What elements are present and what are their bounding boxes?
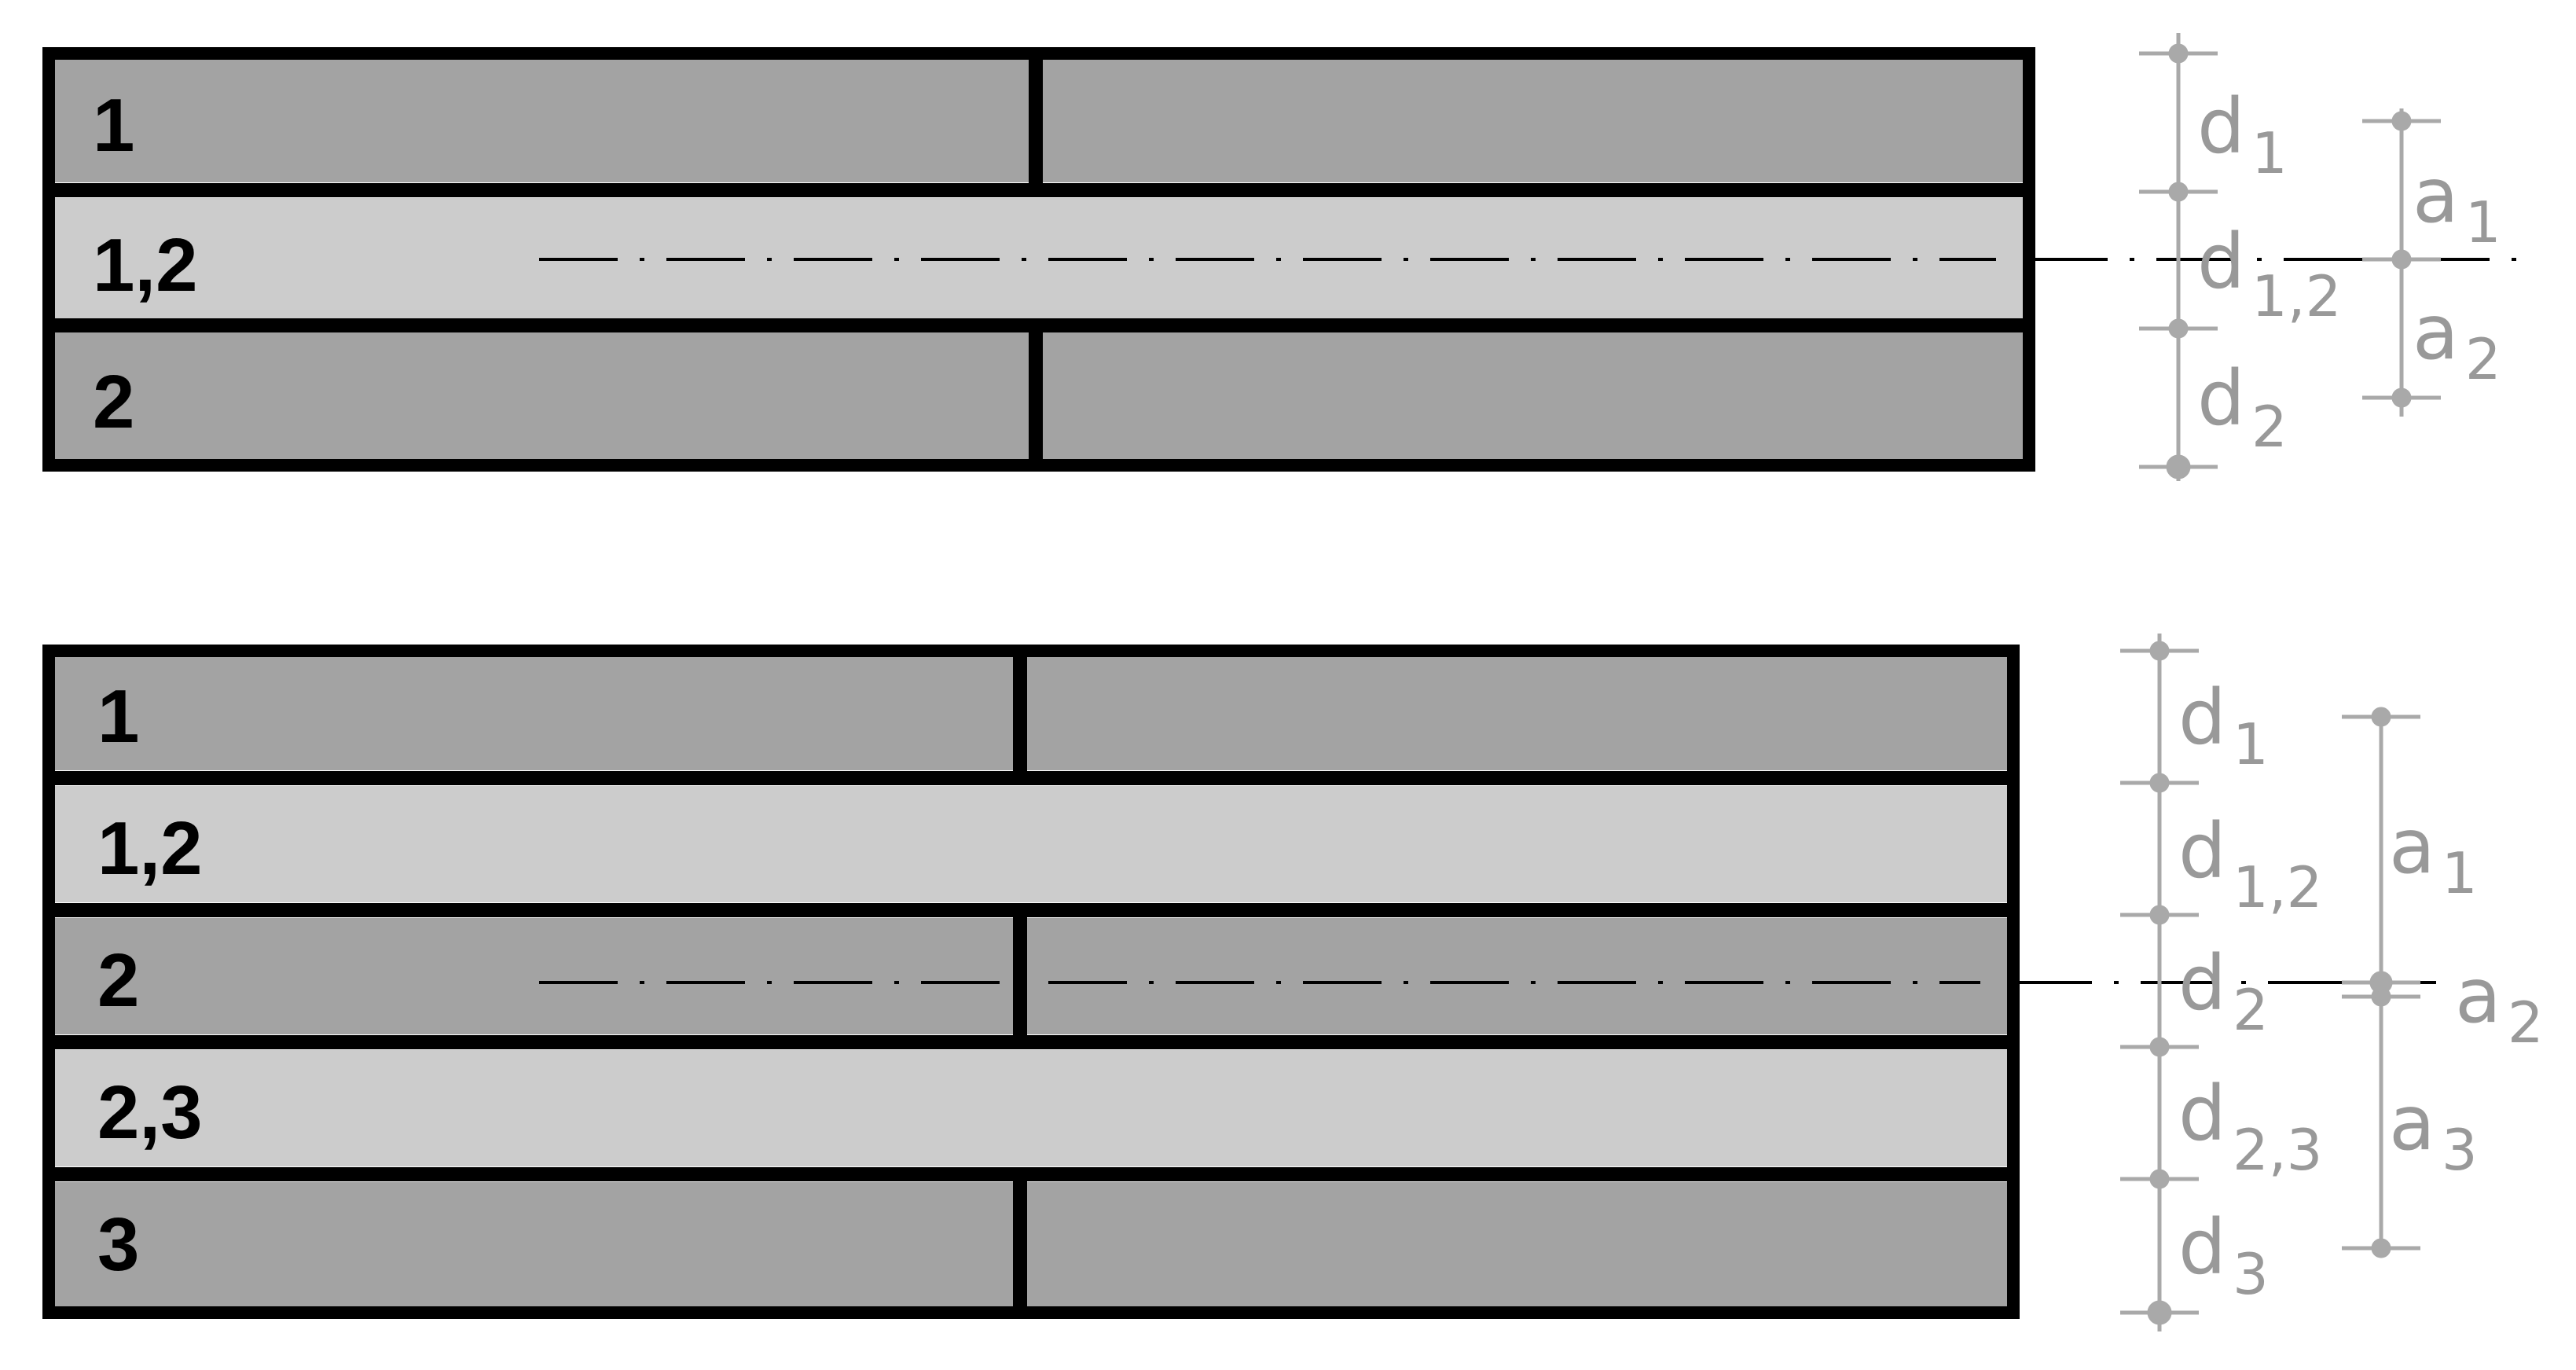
dimension-tick-icon	[2120, 641, 2199, 661]
dimension-tick-icon	[2362, 387, 2441, 408]
dimension-tick-icon	[2120, 1300, 2199, 1325]
dimension-tick-icon	[2342, 707, 2420, 727]
dimension-tick-icon	[2120, 1169, 2199, 1189]
a-dimension-chain	[2362, 108, 2441, 417]
layer-label: 1,2	[93, 223, 197, 307]
layer-1-2-inner	[49, 786, 2013, 902]
layer-label: 3	[97, 1203, 139, 1287]
d-dimension-chain	[2120, 634, 2199, 1331]
layer-1-outer	[49, 656, 2013, 770]
layer-2-3-inner	[49, 1050, 2013, 1166]
dimension-tick-icon	[2362, 249, 2441, 270]
dimension-tick-icon	[2139, 318, 2218, 339]
layer-3-outer	[49, 1182, 2013, 1306]
dimension-tick-icon	[2139, 182, 2218, 202]
layer-label: 1	[93, 83, 134, 167]
dimension-tick-icon	[2342, 971, 2420, 994]
layer-label: 2	[93, 360, 134, 444]
layer-label: 2	[97, 938, 139, 1023]
dimension-tick-icon	[2139, 43, 2218, 64]
a-dimension-chain	[2342, 707, 2420, 1258]
layer-label: 2,3	[97, 1071, 202, 1155]
d-dimension-chain	[2139, 33, 2218, 481]
dimension-tick-icon	[2120, 773, 2199, 793]
dimension-tick-icon	[2342, 1238, 2420, 1258]
dimension-tick-icon	[2342, 986, 2420, 1007]
layer-label: 1	[97, 674, 139, 758]
dimension-tick-icon	[2362, 111, 2441, 131]
dimension-tick-icon	[2120, 905, 2199, 925]
layer-label: 1,2	[97, 806, 202, 891]
layer-2-outer	[49, 918, 2013, 1034]
dimension-tick-icon	[2120, 1037, 2199, 1057]
dimension-tick-icon	[2139, 454, 2218, 479]
